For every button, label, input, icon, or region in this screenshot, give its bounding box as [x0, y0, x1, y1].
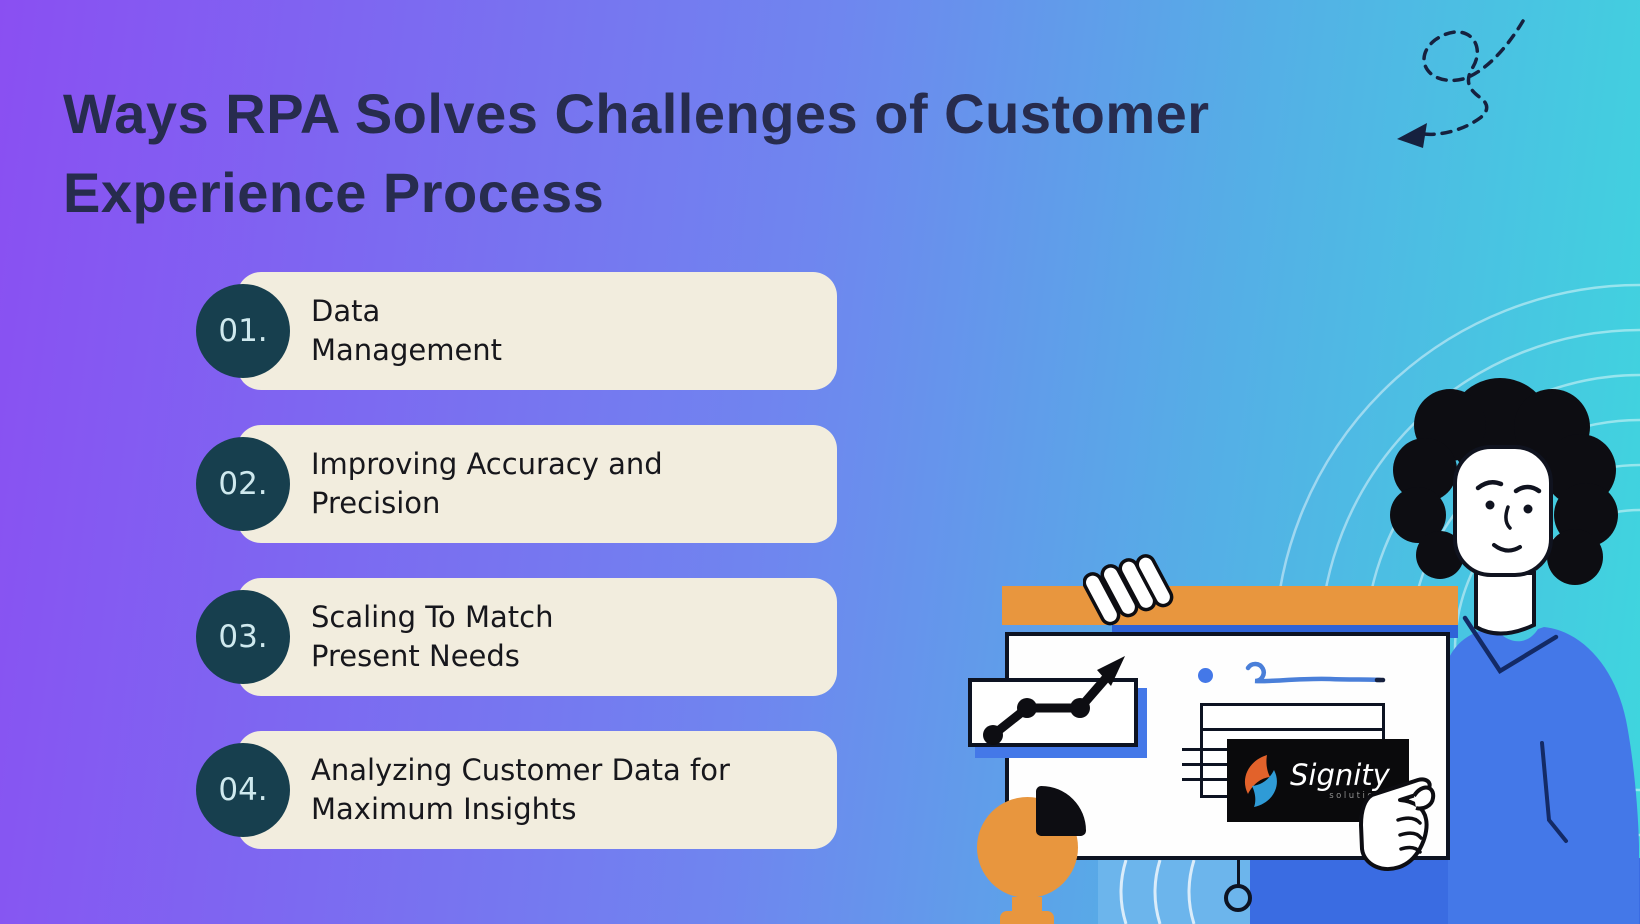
- signity-logo-text: Signity solutions: [1290, 760, 1390, 801]
- list-item-pill: [237, 425, 837, 543]
- page-title: Ways RPA Solves Challenges of Customer E…: [63, 74, 1393, 232]
- list-item-04: Analyzing Customer Data for Maximum Insi…: [196, 731, 841, 849]
- list-item-number-badge: 03.: [196, 590, 290, 684]
- blue-dot-decoration: [1198, 668, 1213, 683]
- list-item-number-badge: 02.: [196, 437, 290, 531]
- document-header-line: [1203, 728, 1382, 731]
- page-title-line1: Ways RPA Solves Challenges of Customer: [63, 82, 1210, 145]
- list-item-pill: [237, 272, 837, 390]
- list-item-label: Improving Accuracy and Precision: [311, 447, 663, 520]
- signity-logo-name: Signity: [1290, 758, 1390, 792]
- person-arm-seam: [1540, 741, 1568, 843]
- list-item-02: Improving Accuracy and Precision 02.: [196, 425, 841, 543]
- pull-cord-ring: [1224, 884, 1252, 912]
- person-neck: [1474, 571, 1536, 636]
- list-item-pill: [237, 731, 837, 849]
- document-tick-line: [1182, 748, 1227, 751]
- dashed-loop-arrow-icon: [1397, 19, 1525, 148]
- list-item-number-badge: 04.: [196, 743, 290, 837]
- list-item-03: Scaling To Match Present Needs 03.: [196, 578, 841, 696]
- list-item-01: Data Management 01.: [196, 272, 841, 390]
- person-collar: [1462, 615, 1559, 675]
- person-illustration: [1390, 378, 1639, 924]
- pointing-hand-icon: [1359, 777, 1436, 871]
- document-tick-line: [1182, 778, 1227, 781]
- document-tick-line: [1182, 763, 1227, 766]
- list-item-pill: [237, 578, 837, 696]
- signity-logo-tagline: solutions: [1329, 791, 1390, 801]
- list-item-label: Data Management: [311, 294, 503, 367]
- person-face: [1453, 445, 1553, 577]
- page-title-line2: Experience Process: [63, 161, 605, 224]
- grip-hand-icon: [1083, 554, 1174, 626]
- list-item-label: Analyzing Customer Data for Maximum Insi…: [311, 753, 730, 826]
- pie-chart-stand-base: [1000, 911, 1054, 924]
- signity-s-mark-icon: [1244, 754, 1277, 807]
- board-orange-rail: [1002, 586, 1458, 625]
- pull-cord-line: [1237, 858, 1240, 888]
- list-item-number-badge: 01.: [196, 284, 290, 378]
- pie-chart-stand: [1012, 897, 1042, 913]
- list-item-label: Scaling To Match Present Needs: [311, 600, 554, 673]
- squiggle-line-decoration: [1245, 661, 1386, 684]
- line-chart-icon: [983, 656, 1125, 745]
- person-face-features: [1475, 479, 1542, 553]
- signity-logo: Signity solutions: [1227, 739, 1409, 822]
